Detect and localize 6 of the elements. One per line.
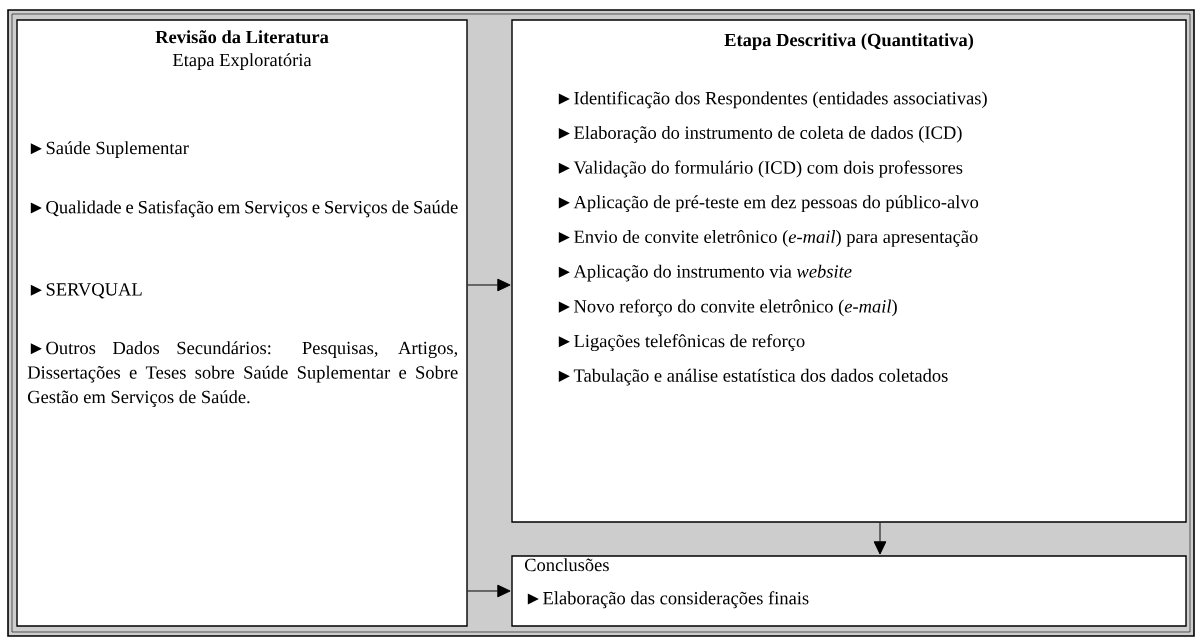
process-box: Revisão da Literatura Etapa Exploratória ►Saúde Suplementar ►Qualidade e Satisfação em Serviços e Serviços de Saúde ►SERVQUAL ►Outros Dados Secundários: Pesquisas, Artigos, Dissertações e Teses sobre Saúde Suplementar e Sobre Gestão em Serviços de Saúde.	[16, 19, 468, 627]
arrow	[467, 584, 511, 598]
arrow	[873, 522, 887, 555]
arrow	[467, 278, 511, 292]
process-box: Conclusões ►Elaboração das considerações finais	[511, 555, 1187, 627]
process-box: Etapa Descritiva (Quantitativa) ►Identificação dos Respondentes (entidades associativas) ►Elaboração do instrumento de coleta de dados (ICD) ►Validação do formulário (ICD) com dois professores ►Aplicação de pré-teste em dez pessoas do público-alvo ►Envio de convite eletrônico (e-mail) para apresentação ►Aplicação do instrumento via website ►Novo reforço do convite eletrônico (e-mail) ►Ligações telefônicas de reforço ►Tabulação e análise estatística dos dados coletados	[511, 19, 1187, 523]
